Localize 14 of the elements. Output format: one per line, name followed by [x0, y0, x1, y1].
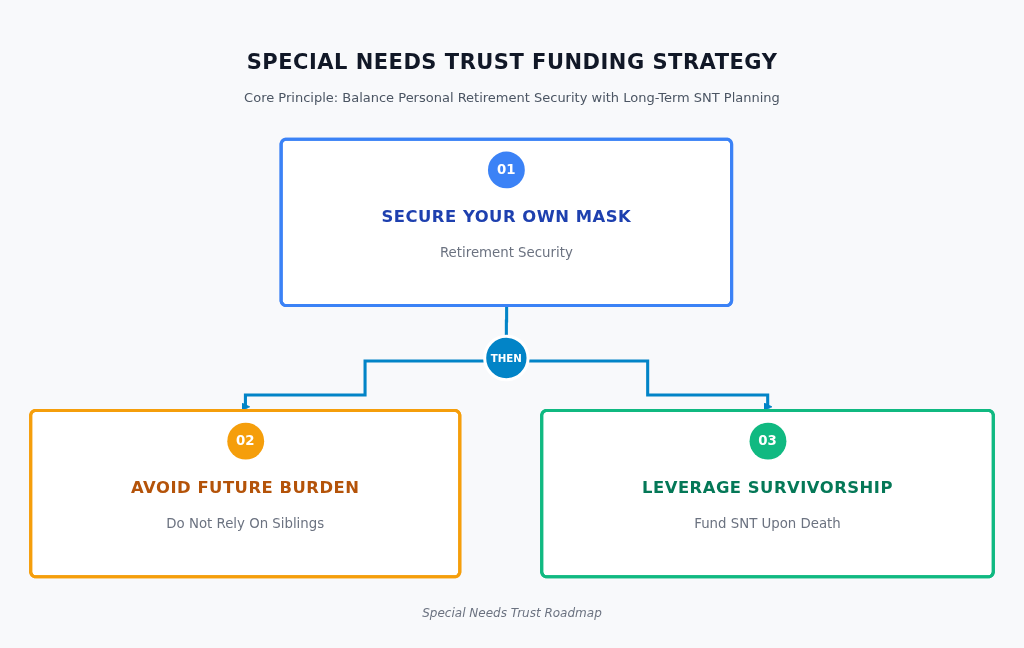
- step-card: [29, 408, 462, 578]
- card-subtitle: Fund SNT Upon Death: [694, 514, 841, 533]
- step-card: [279, 137, 734, 307]
- junction-text: THEN: [489, 350, 523, 366]
- card-heading: LEVERAGE SURVIVORSHIP: [641, 476, 894, 499]
- footer-caption: Special Needs Trust Roadmap: [422, 606, 602, 620]
- card-subtitle: Retirement Security: [439, 243, 573, 262]
- card-heading: SECURE YOUR OWN MASK: [380, 205, 633, 228]
- card-subtitle: Do Not Rely On Siblings: [166, 514, 325, 533]
- subtitle-text: Core Principle: Balance Personal Retirement Security with Long-Term SNT Planning: [244, 90, 780, 105]
- step-card: [540, 408, 995, 578]
- diagram-title: SPECIAL NEEDS TRUST FUNDING STRATEGY: [246, 50, 778, 74]
- card-heading: AVOID FUTURE BURDEN: [130, 476, 361, 499]
- junction-circle: [483, 334, 530, 381]
